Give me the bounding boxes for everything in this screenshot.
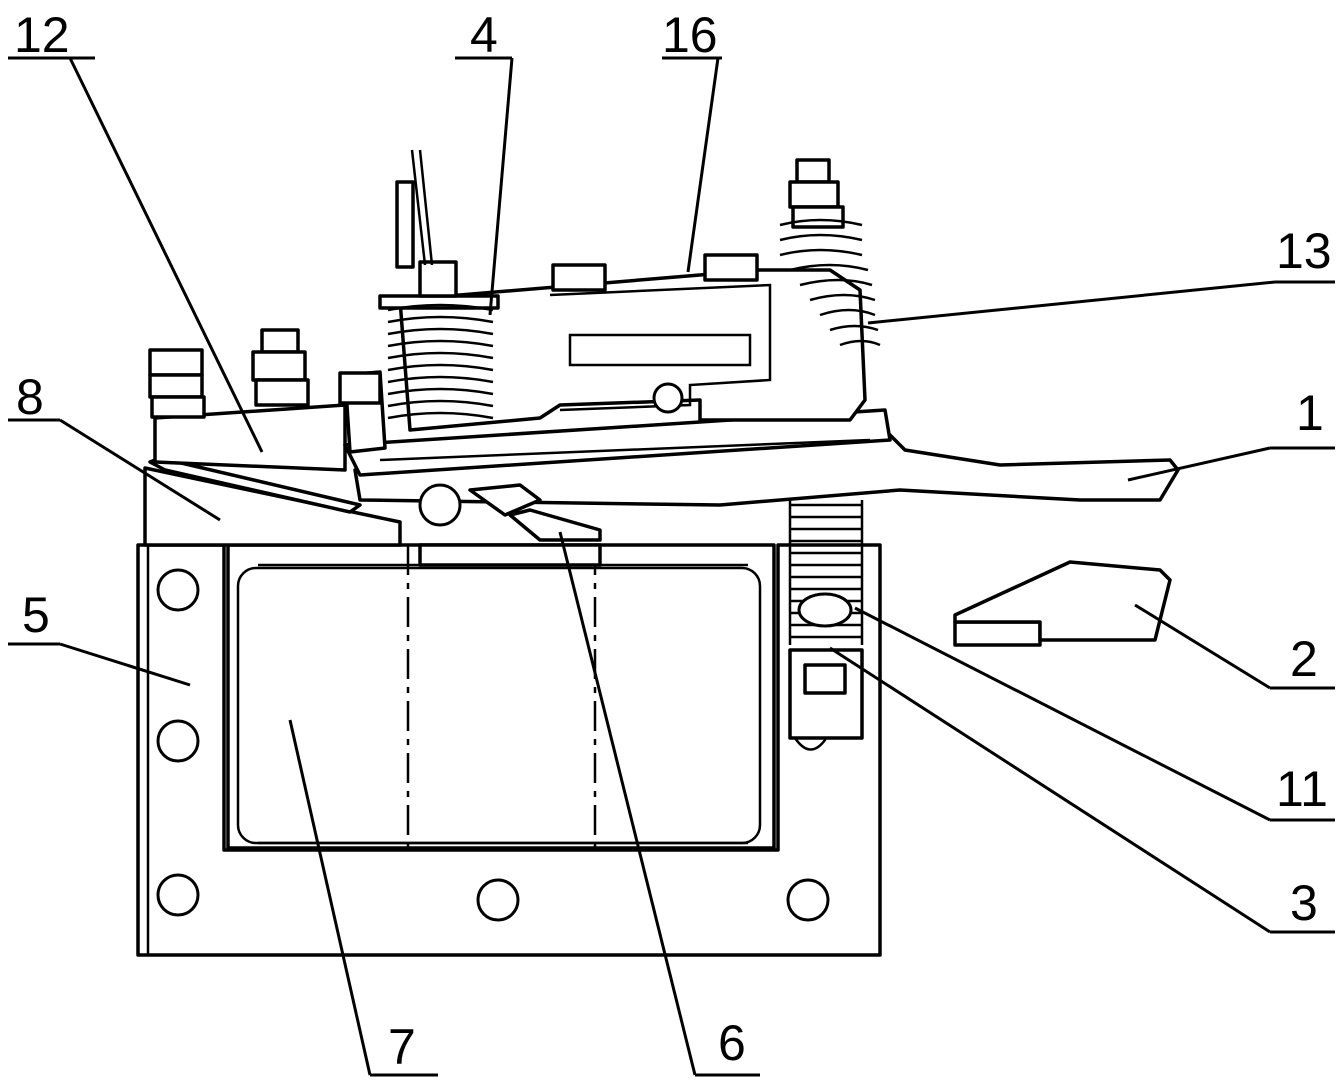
label-11: 11 [1276,761,1328,817]
mounting-hole [156,568,200,612]
return-spring [788,500,864,751]
label-4: 4 [470,7,498,63]
mounting-hole [156,873,200,917]
reference-numerals: 12 4 16 13 8 1 5 2 11 3 7 6 [14,7,1332,1075]
roller [418,483,602,542]
contact-arm [338,253,1180,507]
upper-spring [779,158,881,347]
mounting-hole [476,878,520,922]
label-5: 5 [22,587,50,643]
label-12: 12 [14,7,70,63]
label-7: 7 [388,1019,416,1075]
leader-lines [8,56,1335,1077]
label-3: 3 [1290,875,1318,931]
base-frame [136,543,882,957]
label-8: 8 [16,369,44,425]
label-1: 1 [1296,385,1324,441]
label-2: 2 [1290,631,1318,687]
mounting-plate [148,328,347,472]
coil [226,543,776,850]
label-6: 6 [718,1015,746,1071]
spring [378,149,500,420]
label-13: 13 [1276,223,1332,279]
label-16: 16 [662,7,718,63]
mounting-hole [786,878,830,922]
bracket [143,456,402,547]
fixed-contact [953,560,1172,647]
mounting-hole [156,719,200,763]
